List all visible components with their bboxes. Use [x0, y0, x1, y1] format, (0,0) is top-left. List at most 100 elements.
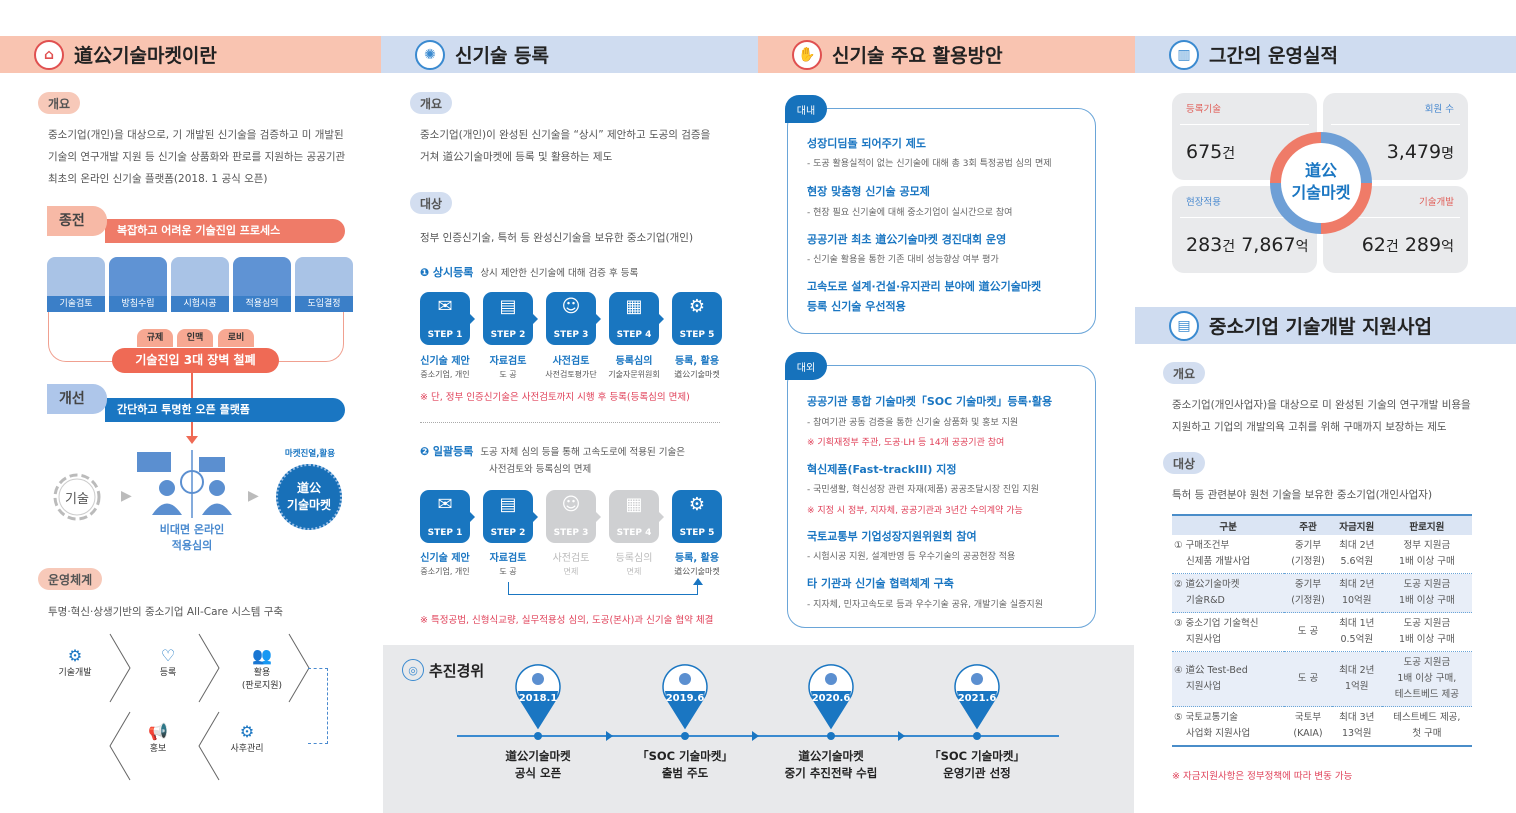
section-header-usage: ✋신기술 주요 활용방안 [758, 36, 1135, 73]
step-sub: 道公기술마켓 [674, 567, 720, 576]
gear-tool-icon: ⚙ [239, 722, 255, 741]
timeline-event: 「SOC 기술마켓」운영기관 선정 [929, 749, 1025, 780]
chevron-icon [198, 711, 220, 781]
divider [420, 422, 720, 423]
table-note: ※ 자금지원사항은 정부정책에 따라 변동 가능 [1172, 771, 1353, 782]
method1-note: ※ 단, 정부 인증신기술은 사전검토까지 시행 후 등록(등록심의 면제) [420, 392, 690, 403]
external-item-title: 혁신제품(Fast-trackIII) 지정 [807, 463, 957, 476]
clipboard-icon: ▦ [625, 494, 643, 515]
method2-desc: 사전검토와 등록심의 면제 [489, 464, 592, 475]
safe-icon: ⚙ [688, 296, 706, 317]
barrier-tag: 규제 [137, 329, 173, 347]
process-tile: 적용심의 [233, 257, 291, 312]
arrow-icon: ▶ [121, 488, 132, 504]
external-item-title: 국토교통부 기업성장지원위원회 참여 [807, 530, 977, 543]
step-sub: 사전검토평가단 [545, 370, 597, 379]
step-sub: 면제 [626, 567, 642, 576]
overview-label: 개요 [410, 92, 453, 114]
timeline-dot [973, 732, 981, 740]
external-item-title: 타 기관과 신기술 협력체계 구축 [807, 577, 954, 590]
step-name: 신기술 제안 [420, 553, 470, 564]
method2-heading: ❷ 일괄등록 도공 자체 심의 등을 통해 고속도로에 적용된 기술은 [420, 445, 685, 458]
process-tile: 도입결정 [295, 257, 353, 312]
step-sub: 도 공 [499, 370, 517, 379]
internal-item-title: 고속도로 설계·건설·유지관리 분야에 道公기술마켓 [807, 280, 1042, 293]
register-icon: ♡ [160, 646, 176, 665]
arrow-head-icon [898, 731, 905, 741]
step-sub: 기술자문위원회 [608, 370, 660, 379]
step-name: 자료검토 [489, 553, 527, 564]
timeline-dot [681, 732, 689, 740]
before-label: 종전 [47, 206, 107, 236]
external-item-title: 공공기관 통합 기술마켓「SOC 기술마켓」등록·활용 [807, 395, 1053, 408]
barrier-removal-pill: 기술진입 3대 장벽 철폐 [112, 348, 279, 373]
operation-text: 투명·혁신·상생기반의 중소기업 All-Care 시스템 구축 [48, 606, 284, 618]
process-tile: 시험시공 [171, 257, 229, 312]
cycle-return-arrow [308, 668, 328, 744]
step-2: ▤STEP 2 [483, 292, 538, 345]
target-label: 대상 [1163, 452, 1206, 474]
step-3: ☺STEP 3 [546, 292, 601, 345]
bar-chart-icon: ▥ [1169, 39, 1199, 70]
chevron-icon [109, 633, 131, 703]
internal-item-title: 성장디딤돌 되어주기 제도 [807, 137, 926, 150]
step-name: 사전검토 [552, 356, 590, 367]
after-label: 개선 [47, 384, 107, 414]
step-1: ✉STEP 1 [420, 490, 475, 543]
cycle-register: ♡등록 [133, 646, 203, 678]
timeline-date: 2018.1 [518, 693, 558, 704]
step-sub: 중소기업, 개인 [420, 370, 470, 379]
step-5: ⚙STEP 5 [672, 292, 722, 345]
timeline-pin [515, 664, 561, 730]
barrier-tag: 로비 [218, 329, 254, 347]
step-name: 자료검토 [489, 356, 527, 367]
external-item-desc: - 지자체, 민자고속도로 등과 우수기술 공유, 개발기술 실증지원 [807, 600, 1043, 610]
external-item-note: ※ 지정 시 정부, 지자체, 공공기관과 3년간 수의계약 가능 [807, 506, 1023, 516]
timeline-pin [954, 664, 1000, 730]
internal-tag: 대내 [785, 95, 827, 123]
envelope-icon: ✉ [437, 494, 453, 515]
target-text: 특허 등 관련분야 원천 기술을 보유한 중소기업(개인사업자) [1172, 489, 1433, 501]
location-pin-icon: ◎ [402, 659, 424, 681]
step-3-exempt: ☺STEP 3 [546, 490, 601, 543]
timeline-dot [827, 732, 835, 740]
step-name: 등록심의 [615, 356, 653, 367]
section-header-sme-support: ▤중소기업 기술개발 지원사업 [1135, 307, 1516, 344]
internal-item-desc: - 신기술 활용을 통한 기존 대비 성능향상 여부 평가 [807, 255, 999, 265]
internal-box [787, 108, 1096, 334]
arrow-head-icon [693, 578, 703, 585]
tech-label: 기술 [65, 492, 89, 507]
arrow-head-icon [752, 731, 759, 741]
market-caption: 마켓진열,활용 [284, 449, 336, 459]
internal-item-title: 현장 맞춤형 신기술 공모제 [807, 185, 930, 198]
overview-label: 개요 [38, 92, 81, 114]
arrow-head-icon [606, 731, 613, 741]
timeline-date: 2021.6 [957, 693, 997, 704]
step-sub: 면제 [563, 567, 579, 576]
step-name: 사전검토 [552, 553, 590, 564]
step-5: ⚙STEP 5 [672, 490, 722, 543]
gear-icon [53, 473, 101, 521]
timeline-event: 「SOC 기술마켓」출범 주도 [637, 749, 733, 780]
before-banner: 복잡하고 어려운 기술진입 프로세스 [105, 219, 345, 243]
arrow-head-icon [186, 436, 198, 444]
external-item-note: ※ 기획재정부 주관, 도공·LH 등 14개 공공기관 참여 [807, 438, 1005, 448]
timeline-title: ◎추진경위 [402, 659, 484, 681]
online-meeting-icon [137, 450, 232, 518]
step-sub: 道公기술마켓 [674, 370, 720, 379]
external-box [787, 365, 1096, 628]
method1-heading: ❶ 상시등록 상시 제안한 신기술에 대해 검증 후 등록 [420, 266, 639, 279]
step-4-exempt: ▦STEP 4 [609, 490, 664, 543]
document-icon: ▤ [1169, 310, 1199, 341]
people-icon: 👥 [252, 646, 272, 665]
